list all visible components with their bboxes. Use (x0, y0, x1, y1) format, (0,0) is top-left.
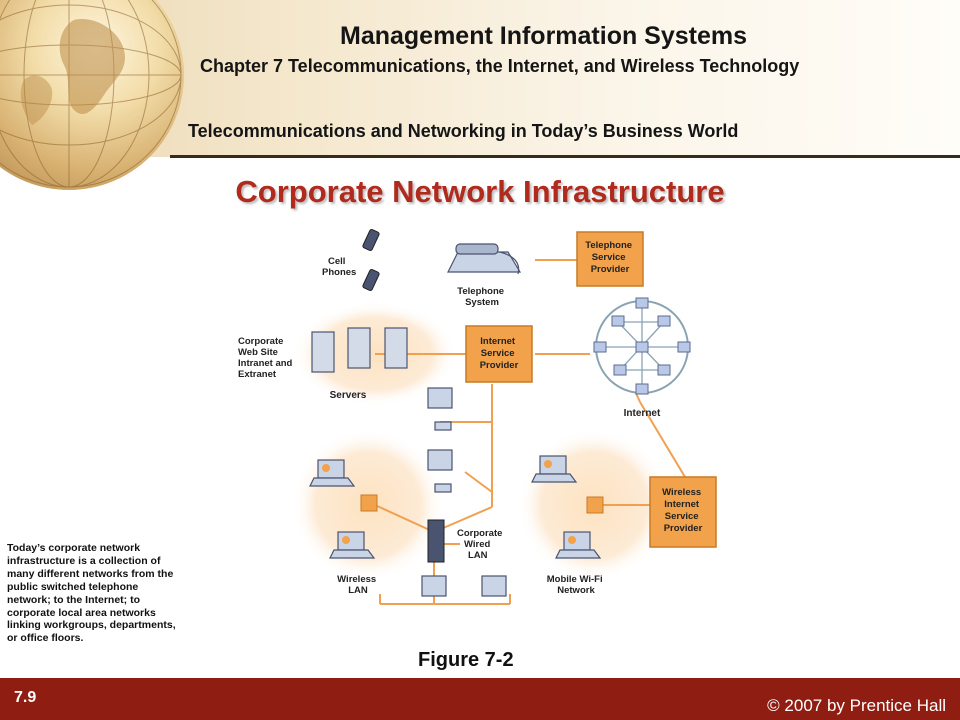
internet-service-provider-label: Internet Service Provider (480, 336, 519, 371)
wireless-lan-access-point (360, 494, 378, 512)
internet-label: Internet (624, 408, 661, 419)
lan-server-icon (427, 519, 445, 563)
figure-caption: Today’s corporate network infrastructure… (7, 542, 176, 645)
cell-phones-label: Cell Phones (322, 256, 356, 278)
slide-number: 7.9 (14, 689, 37, 706)
internet-service-provider-box (465, 325, 533, 383)
mobile-wifi-access-point (586, 496, 604, 514)
telephone-system-label: Telephone System (457, 286, 506, 308)
corporate-wired-lan-label: Corporate Wired LAN (457, 528, 505, 561)
wireless-lan-label: Wireless LAN (337, 574, 379, 596)
footer-band (0, 678, 960, 720)
network-diagram: Internet Cell Phones Telephone System Te… (230, 222, 720, 634)
slide-title: Corporate Network Infrastructure (235, 174, 725, 209)
cell-phone-icon (362, 228, 380, 292)
desktop-computer-icon (421, 387, 507, 597)
telephone-service-provider-box (576, 231, 644, 287)
telephone-service-provider-label: Telephone Service Provider (585, 240, 634, 275)
telephone-icon (447, 243, 522, 275)
servers-label: Servers (330, 390, 367, 401)
copyright-notice: © 2007 by Prentice Hall (767, 696, 946, 715)
globe-logo (0, 0, 184, 190)
mobile-wifi-label: Mobile Wi-Fi Network (547, 574, 606, 596)
internet-cloud (593, 297, 691, 395)
chapter-title: Chapter 7 Telecommunications, the Intern… (200, 56, 800, 76)
header-divider (170, 155, 960, 158)
app-title: Management Information Systems (340, 22, 748, 50)
wireless-internet-service-provider-box (649, 476, 717, 548)
server-icon (311, 327, 408, 373)
corporate-web-site-label: Corporate Web Site Intranet and Extranet (238, 336, 295, 380)
wireless-internet-service-provider-label: Wireless Internet Service Provider (662, 487, 704, 534)
laptop-icon (531, 455, 602, 559)
figure-label: Figure 7-2 (418, 649, 514, 671)
section-title: Telecommunications and Networking in Tod… (188, 121, 739, 141)
